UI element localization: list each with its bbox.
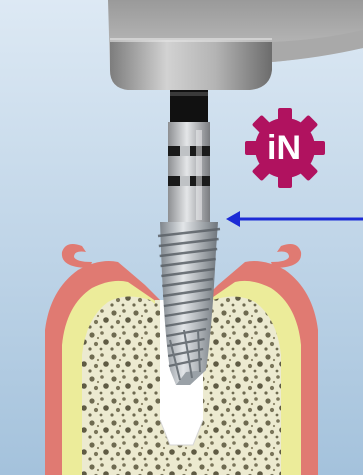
implant-driver-icon xyxy=(168,90,210,222)
gear-badge-icon: iN xyxy=(245,108,325,188)
logo-text: iN xyxy=(267,129,301,167)
